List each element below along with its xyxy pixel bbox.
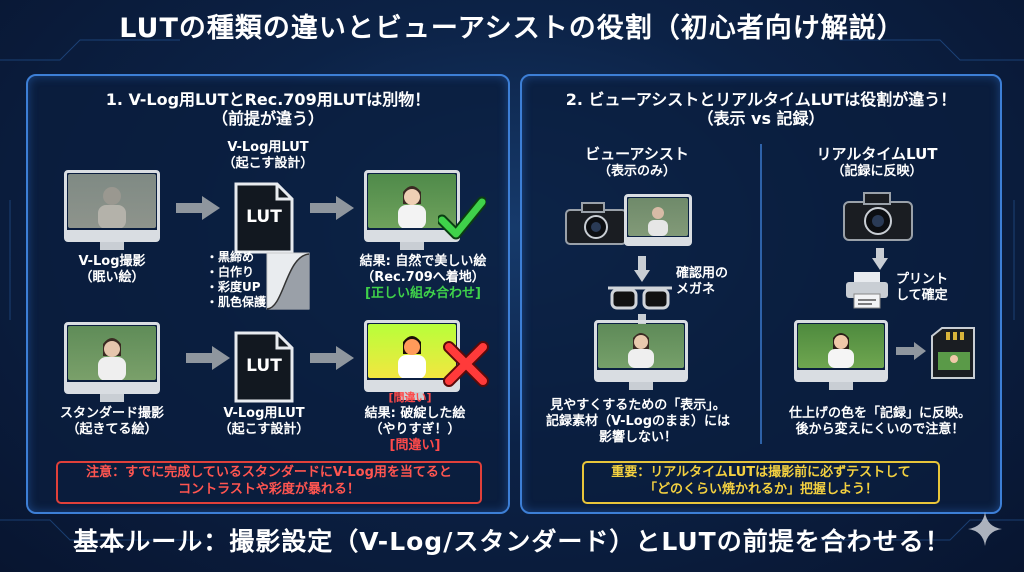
lut-file-icon (234, 182, 294, 254)
realtime-lut-sub: （記録に反映） (831, 164, 923, 179)
person-image (828, 333, 854, 368)
lut-file-text: LUT (246, 356, 282, 376)
glasses-icon (608, 286, 672, 310)
view-assist-desc: 見やすくするための「表示」。 記録素材（V-Logのまま）には 影響しない！ (545, 398, 731, 445)
view-assist-sub: （表示のみ） (597, 164, 676, 179)
print-label: プリント して確定 (896, 272, 949, 303)
arrow-right-icon (310, 346, 354, 370)
realtime-lut-heading: リアルタイムLUT (816, 145, 938, 163)
row2-source-label: スタンダード撮影 （起きてる絵） (59, 406, 164, 437)
footer-rule: 基本ルール：撮影設定（V-Log/スタンダード）とLUTの前提を合わせる！ (73, 527, 951, 556)
arrow-down-icon (872, 248, 888, 270)
right-panel-subtitle: （表示 vs 記録） (697, 109, 825, 128)
viewassist-result-monitor (594, 320, 688, 390)
arrow-right-icon (186, 346, 230, 370)
lut-file-text: LUT (246, 207, 282, 227)
right-panel: 2. ビューアシストとリアルタイムLUTは役割が違う！ （表示 vs 記録） ビ… (520, 74, 1002, 514)
page-title: LUTの種類の違いとビューアシストの役割（初心者向け解説） (119, 13, 905, 44)
person-image (398, 336, 426, 378)
tone-curve-graph (266, 252, 310, 310)
row2-lut-label: V-Log用LUT （起こす設計） (218, 406, 310, 437)
printer-icon (846, 272, 888, 309)
arrow-right-icon (310, 196, 354, 220)
result-bad-monitor (364, 320, 460, 400)
arrow-right-icon (896, 342, 926, 360)
person-image (98, 338, 126, 380)
left-panel-title: 1. V-Log用LUTとRec.709用LUTは別物！ (105, 90, 431, 109)
arrow-right-icon (176, 196, 220, 220)
realtime-lut-desc: 仕上げの色を「記録」に反映。 後から変えにくいので注意！ (788, 406, 971, 437)
lut-effects-list: ・黒締め ・白作り ・彩度UP ・肌色保護 (206, 250, 267, 309)
sparkle-icon (968, 512, 1002, 546)
realtime-result-monitor (794, 320, 888, 390)
person-image (98, 187, 126, 228)
row1-source-label: V-Log撮影 （眠い絵） (78, 254, 146, 285)
vlog-monitor (64, 170, 160, 250)
warning-note: 注意：すでに完成しているスタンダードにV-Log用を当てると コントラストや彩度… (56, 461, 482, 504)
camera-icon (843, 192, 913, 241)
row2-wrong-tag: [間違い] (388, 391, 432, 404)
row2-result-label: 結果: 破綻した絵 （やりすぎ！） [問違い] (364, 406, 466, 453)
lut-file-icon (234, 331, 294, 403)
important-note: 重要：リアルタイムLUTは撮影前に必ずテストして 「どのくらい焼かれるか」把握し… (582, 461, 940, 504)
left-panel-subtitle: （前提が違う） (211, 109, 324, 128)
row1-result-label: 結果: 自然で美しい絵 （Rec.709へ着地） [正しい組み合わせ] (359, 254, 487, 301)
viewassist-camera-monitor (624, 194, 692, 246)
row1-lut-label: V-Log用LUT （起こす設計） (222, 140, 314, 171)
check-icon (438, 196, 486, 240)
sd-card-icon (931, 327, 975, 379)
cross-icon (443, 341, 489, 387)
person-image (648, 207, 668, 236)
left-panel: 1. V-Log用LUTとRec.709用LUTは別物！ （前提が違う） V-L… (26, 74, 510, 514)
view-assist-heading: ビューアシスト (585, 145, 689, 163)
right-panel-title: 2. ビューアシストとリアルタイムLUTは役割が違う！ (565, 90, 957, 109)
camera-icon (565, 202, 627, 245)
standard-monitor (64, 322, 160, 402)
person-image (398, 186, 426, 228)
person-image (628, 333, 654, 368)
column-divider (760, 144, 762, 444)
glasses-label: 確認用の メガネ (676, 266, 729, 297)
arrow-down-icon (634, 256, 650, 282)
